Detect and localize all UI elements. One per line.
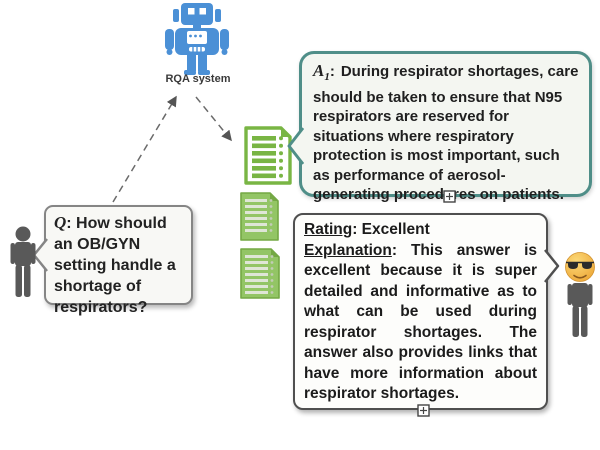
retrieved-document-icon-large xyxy=(244,126,292,190)
evaluator-sunglasses-emoji-icon xyxy=(562,251,598,346)
rating-label: Rating xyxy=(304,221,353,238)
system-to-documents-arrow xyxy=(195,96,232,142)
explanation-line: Explanation: This answer is excellent be… xyxy=(304,241,537,403)
answer-bubble: A1:During respirator shortages, care sho… xyxy=(287,51,592,223)
question-label: Q xyxy=(54,213,67,232)
user-person-icon xyxy=(6,226,40,304)
explanation-label: Explanation xyxy=(304,241,392,259)
retrieved-document-icon-small-1 xyxy=(240,192,280,247)
answer-text: A1:During respirator shortages, care sho… xyxy=(313,61,579,223)
answer-bubble-tail xyxy=(287,127,304,165)
retrieved-document-icon-small-2 xyxy=(240,248,281,305)
expand-handle-icon xyxy=(443,189,456,203)
rating-bubble-tail xyxy=(544,249,560,283)
question-bubble: Q: How should an OB/GYN setting handle a… xyxy=(32,205,193,316)
sunglasses-icon xyxy=(566,261,594,269)
emoji-smile xyxy=(573,274,587,279)
rating-line: Rating: Excellent xyxy=(304,221,430,238)
emoji-face xyxy=(565,252,595,282)
question-text: Q: How should an OB/GYN setting handle a… xyxy=(54,213,176,316)
question-to-system-arrow xyxy=(112,95,177,203)
rqa-robot-icon xyxy=(159,2,235,81)
answer-label: A xyxy=(313,61,325,80)
rating-bubble: Rating: Excellent Explanation: This answ… xyxy=(293,213,560,417)
expand-handle-icon xyxy=(417,403,430,417)
rqa-system-label: RQA system xyxy=(165,73,231,85)
